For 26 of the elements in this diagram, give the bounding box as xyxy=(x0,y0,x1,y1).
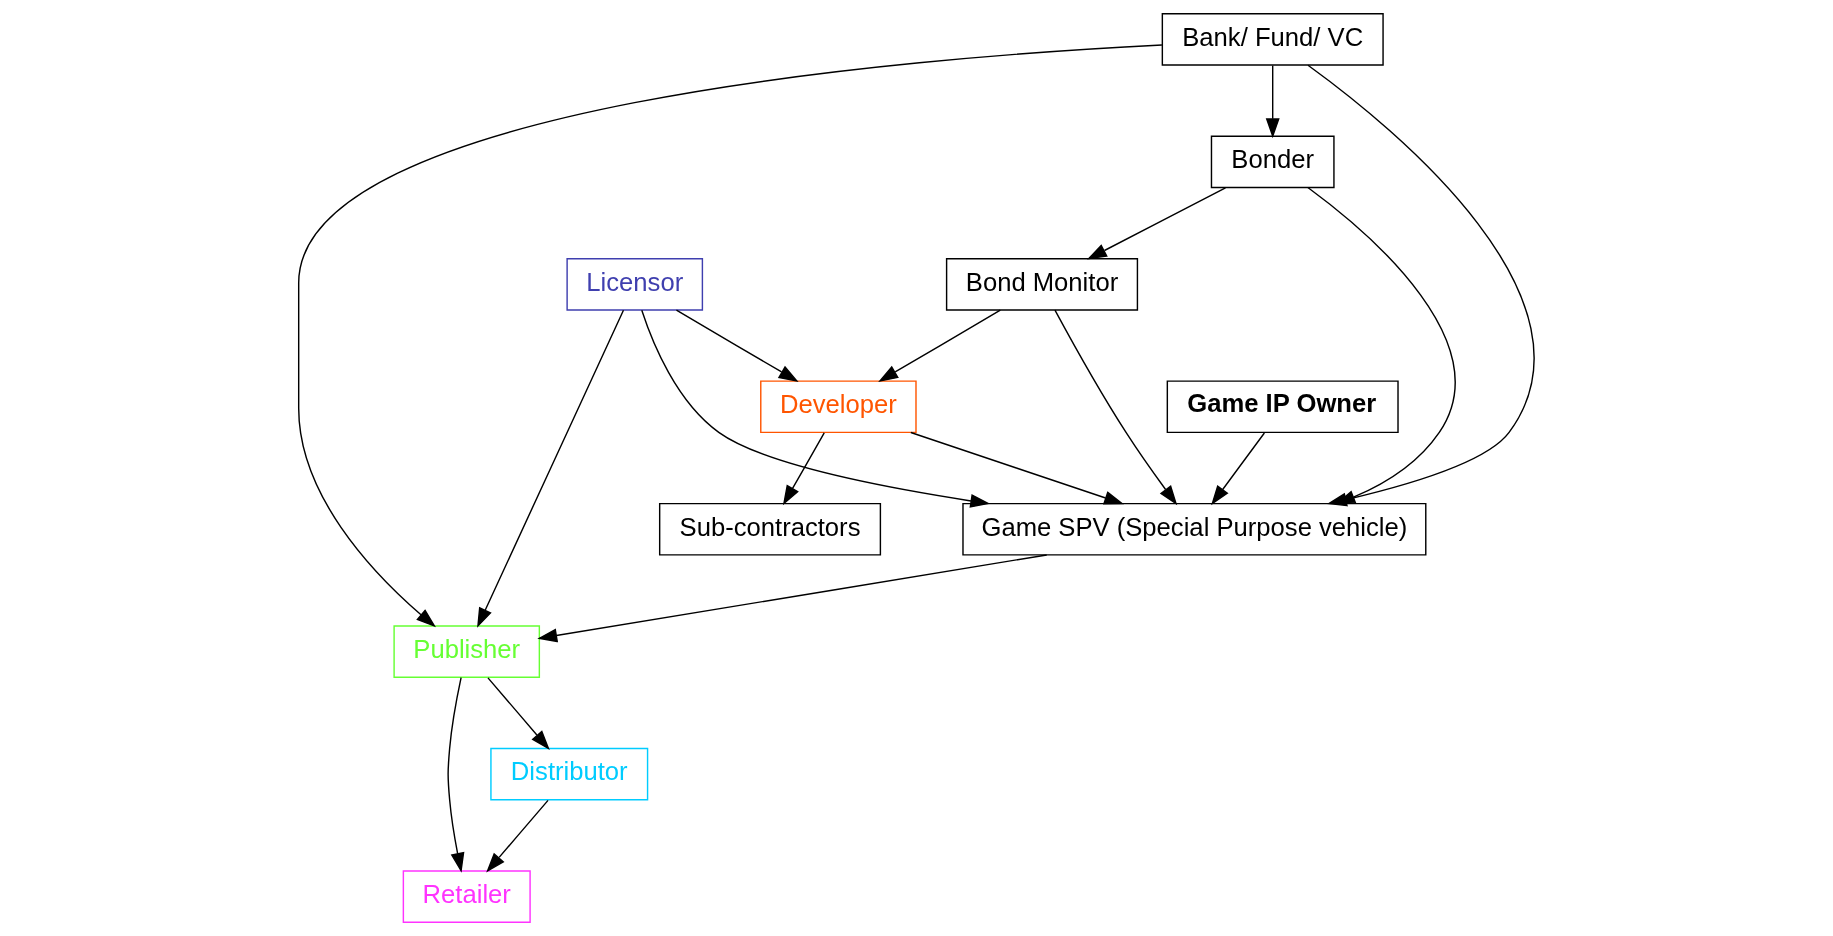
node-box: Game IP Owner xyxy=(1166,380,1399,434)
arrow xyxy=(641,309,991,508)
arrow xyxy=(878,309,1002,382)
arrow xyxy=(782,432,825,506)
arrow xyxy=(910,431,1125,505)
node-box: Publisher xyxy=(393,625,541,679)
arrow xyxy=(486,799,549,873)
node-box: Retailer xyxy=(402,870,531,923)
arrow xyxy=(1054,309,1178,506)
node-box: Licensor xyxy=(566,257,704,311)
arrow xyxy=(1086,187,1227,260)
arrow xyxy=(537,554,1048,643)
arrow xyxy=(298,44,1163,628)
node-box: Developer xyxy=(760,380,917,434)
arrow xyxy=(1211,432,1266,506)
node-box: Distributor xyxy=(490,747,649,801)
node-box: Bond Monitor xyxy=(945,257,1139,311)
arrow xyxy=(477,309,625,628)
node-box: Game SPV (Special Purpose vehicle) xyxy=(962,502,1427,556)
arrow xyxy=(447,676,465,873)
arrow xyxy=(1265,64,1280,139)
node-box: Bonder xyxy=(1210,135,1335,189)
arrow xyxy=(675,309,799,382)
arrow xyxy=(487,677,550,750)
node-box: Bank/ Fund/ VC xyxy=(1161,13,1384,66)
node-box: Sub-contractors xyxy=(658,502,882,556)
